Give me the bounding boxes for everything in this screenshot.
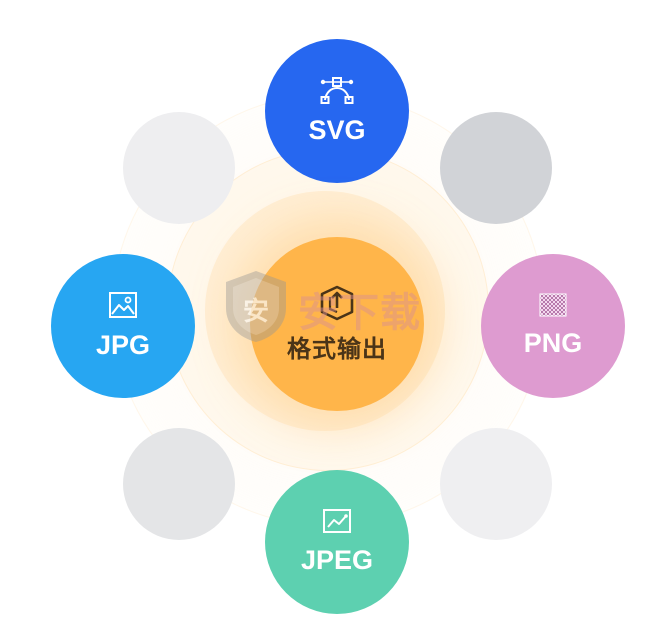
placeholder-circle-top-left: [123, 112, 235, 224]
format-node-jpg: JPG: [51, 254, 195, 398]
format-node-svg: SVG: [265, 39, 409, 183]
placeholder-circle-top-right: [440, 112, 552, 224]
format-label-jpeg: JPEG: [300, 545, 374, 575]
transparent-grid-icon: [539, 293, 567, 322]
placeholder-circle-bottom-right: [440, 428, 552, 540]
format-node-png: PNG: [481, 254, 625, 398]
export-box-icon: [318, 284, 356, 327]
watermark-text: 安下载: [298, 290, 421, 335]
watermark-badge: 安: [243, 297, 269, 327]
image-icon: [108, 291, 138, 324]
format-label-png: PNG: [523, 328, 583, 358]
watermark: 安 安下载: [222, 268, 421, 349]
center-hub: 格式输出: [250, 237, 424, 411]
photo-chart-icon: [322, 508, 352, 539]
center-label: 格式输出: [287, 336, 387, 363]
placeholder-circle-bottom-left: [123, 428, 235, 540]
format-label-svg: SVG: [308, 115, 366, 145]
shield-logo-icon: 安: [222, 268, 290, 349]
format-label-jpg: JPG: [95, 330, 151, 360]
format-node-jpeg: JPEG: [265, 470, 409, 614]
bezier-curve-icon: [320, 76, 354, 109]
